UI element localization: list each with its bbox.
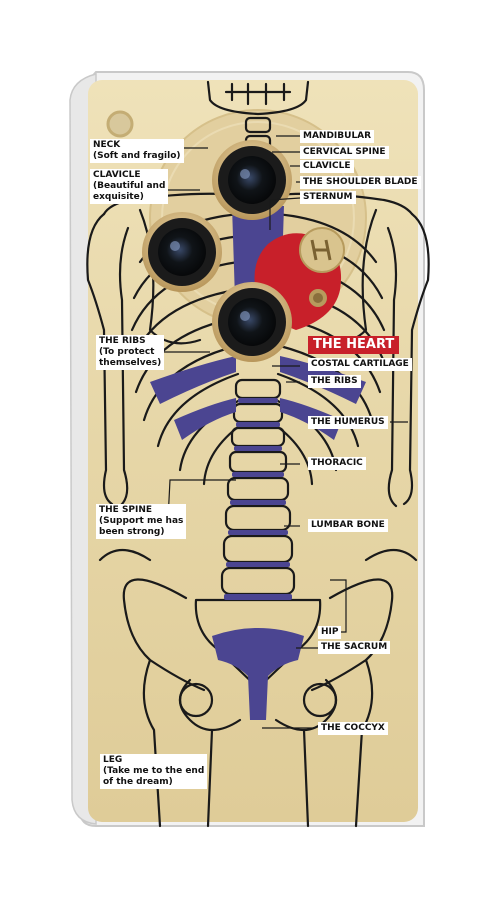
label-leg: LEG (Take me to the end of the dream) (100, 754, 208, 789)
label-the-heart: THE HEART (308, 336, 400, 354)
camera-lens-icon (212, 282, 292, 362)
label-cervical-spine: CERVICAL SPINE (300, 146, 389, 159)
label-thoracic: THORACIC (308, 457, 366, 470)
label-the-humerus: THE HUMERUS (308, 416, 388, 429)
label-lumbar-bone: LUMBAR BONE (308, 519, 388, 532)
label-mandibular: MANDIBULAR (300, 130, 375, 143)
label-neck: NECK (Soft and fragilo) (90, 139, 184, 163)
flash-icon (309, 289, 327, 307)
label-clavicle-right: CLAVICLE (300, 160, 354, 173)
label-the-ribs-left: THE RIBS (To protect themselves) (96, 335, 165, 370)
label-costal-cartilage: COSTAL CARTILAGE (308, 358, 412, 371)
label-the-ribs-right: THE RIBS (308, 375, 361, 388)
hasselblad-logo-icon (299, 227, 345, 273)
label-clavicle-left: CLAVICLE (Beautiful and exquisite) (90, 169, 169, 204)
label-shoulder-blade: THE SHOULDER BLADE (300, 176, 421, 189)
label-the-coccyx: THE COCCYX (318, 722, 388, 735)
label-the-sacrum: THE SACRUM (318, 641, 391, 654)
microphone-hole (106, 110, 134, 138)
camera-module (106, 110, 345, 362)
label-the-spine: THE SPINE (Support me has been strong) (96, 504, 187, 539)
camera-lens-icon (142, 212, 222, 292)
label-sternum: STERNUM (300, 191, 356, 204)
label-hip: HIP (318, 626, 342, 639)
